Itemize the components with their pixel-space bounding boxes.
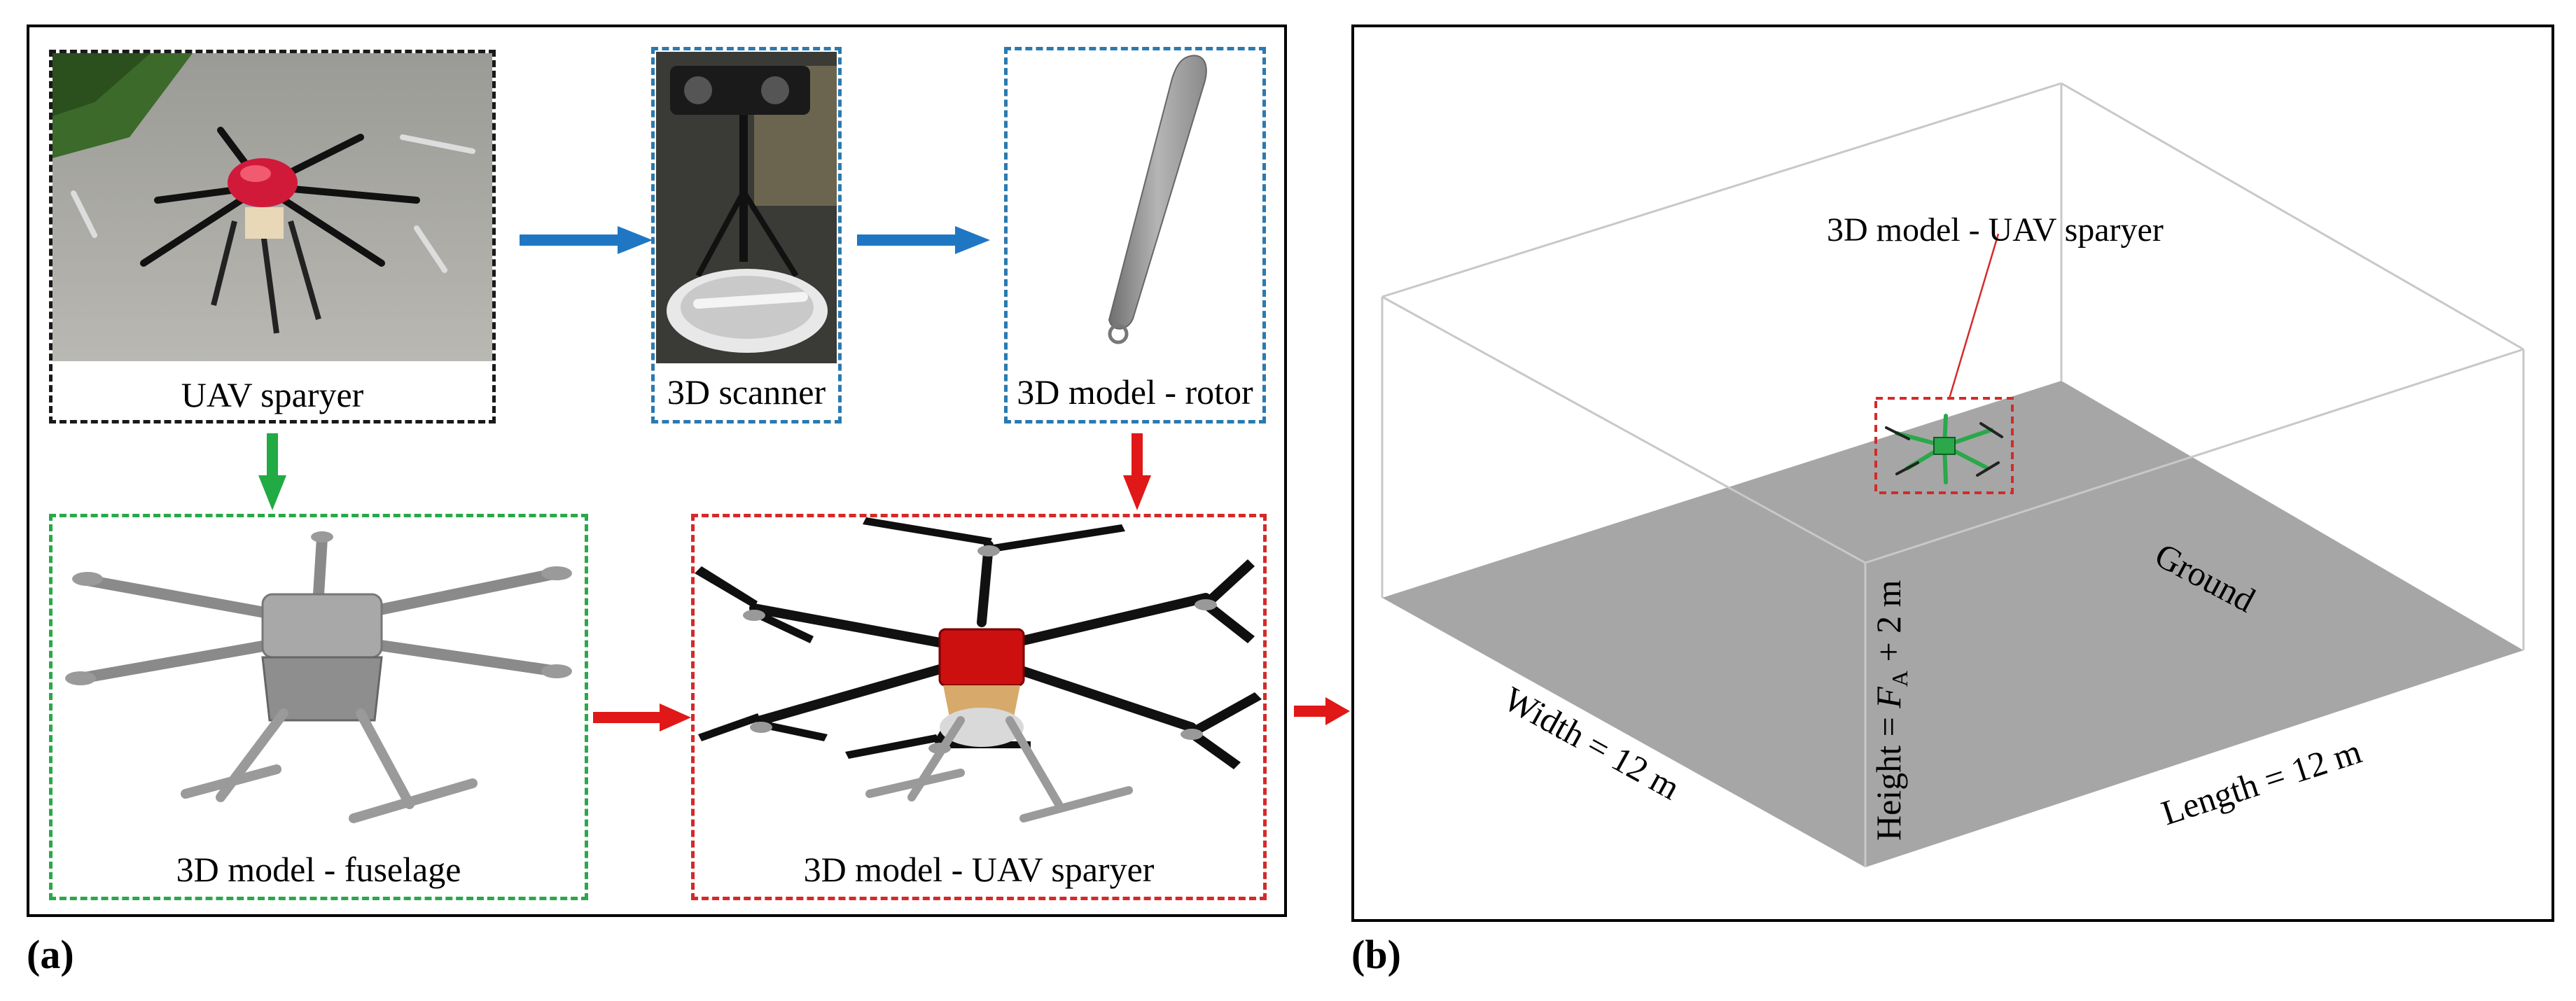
ground-plane: [1382, 381, 2523, 867]
uav-model-label: 3D model - UAV sparyer: [1827, 211, 2164, 248]
red-arrow-down: [1123, 433, 1151, 510]
red-arrow-right-1: [593, 704, 691, 732]
blue-arrow-1: [520, 226, 653, 254]
rotor-box: 3D model - rotor: [1004, 47, 1266, 424]
scanner-caption: 3D scanner: [667, 372, 826, 412]
uav-leader-line: [1948, 233, 2000, 399]
uav-sparyer-caption: UAV sparyer: [181, 375, 364, 414]
uav-small-model: [1885, 414, 2003, 484]
panel-a-label: (a): [27, 932, 74, 977]
height-label: Height = FA + 2 m: [1869, 580, 1912, 841]
rotor-model: [1108, 55, 1207, 344]
uav-3d-model: [695, 517, 1262, 822]
fuselage-box: 3D model - fuselage: [49, 514, 588, 900]
fuselage-model: [65, 531, 572, 823]
red-arrow-right-2: [1294, 697, 1350, 725]
panel-b-label: (b): [1351, 932, 1401, 977]
computational-domain: 3D model - UAV sparyer Ground Width = 12…: [1381, 82, 2525, 867]
panel-a: UAV sparyer 3D scanner: [27, 24, 1287, 917]
scanner-box: 3D scanner: [651, 47, 842, 424]
green-arrow: [258, 433, 286, 510]
uav-photo-box: UAV sparyer: [49, 50, 496, 424]
uav-highlight-box: [1874, 397, 2014, 494]
uav-model-caption: 3D model - UAV sparyer: [803, 850, 1155, 889]
uav-photo: [53, 53, 492, 361]
blue-arrow-2: [857, 226, 990, 254]
fuselage-caption: 3D model - fuselage: [176, 850, 461, 889]
panel-b: 3D model - UAV sparyer Ground Width = 12…: [1351, 24, 2554, 922]
uav-model-box: 3D model - UAV sparyer: [691, 514, 1267, 900]
rotor-caption: 3D model - rotor: [1017, 372, 1253, 412]
scanner-photo: [656, 52, 837, 363]
